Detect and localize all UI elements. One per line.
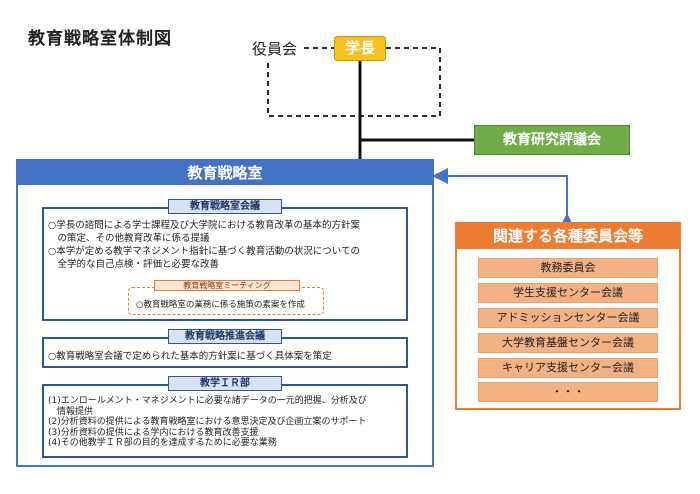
page-title: 教育戦略室体制図 <box>28 29 172 49</box>
committee-item: 大学教育基盤センター会議 <box>478 333 658 353</box>
council-box: 教育研究評議会 <box>474 125 630 155</box>
strategy-item-line: ○学長の諮問による学士課程及び大学院における教育改革の基本的方針案 <box>48 220 361 231</box>
strategy-meeting-items: ○学長の諮問による学士課程及び大学院における教育改革の基本的方針案 の策定、その… <box>48 219 404 271</box>
office-title: 教育戦略室 <box>18 161 432 185</box>
strategy-item-line: ○本学が定める教学マネジメント指針に基づく教育活動の状況についての <box>48 246 361 257</box>
ir-title: 教学ＩＲ部 <box>168 376 282 391</box>
ir-items: (1)エンロールメント・マネジメントに必要な諸データの一元的把握、分析及び 情報… <box>48 396 404 449</box>
strategy-sub-meeting <box>128 287 324 315</box>
committee-item: 学生支援センター会議 <box>478 283 658 303</box>
committee-item: キャリア支援センター会議 <box>478 358 658 378</box>
ir-item-line: (3)分析資料の提供による学内における教育改善支援 <box>48 427 259 438</box>
ir-item-line: (2)分析資料の提供による教育戦略室における意思決定及び企画立案のサポート <box>48 417 367 427</box>
sub-meeting-item: ○教育戦略室の業務に係る施策の素案を作成 <box>136 300 305 310</box>
strategy-meeting-title: 教育戦略室会議 <box>168 199 282 214</box>
strategy-item-line: の策定、その他教育改革に係る提議 <box>48 233 210 244</box>
committee-item: 教務委員会 <box>478 258 658 278</box>
ir-item-line: (4)その他教学ＩＲ部の目的を達成するために必要な業務 <box>48 438 277 448</box>
strategy-item-line: 全学的な自己点検・評価と必要な改善 <box>48 259 220 270</box>
board-dashed-loop <box>267 47 441 117</box>
ir-item-line: 情報提供 <box>48 406 94 417</box>
committees-title: 関連する各種委員会等 <box>457 224 679 249</box>
board-label: 役員会 <box>252 40 298 58</box>
promotion-meeting-item: ○教育戦略室会議で定められた基本的方針案に基づく具体案を策定 <box>48 351 332 362</box>
president-box: 学長 <box>334 36 386 61</box>
sub-meeting-title: 教育戦略室ミーティング <box>154 280 300 291</box>
office-committee-arrow <box>432 168 575 229</box>
promotion-meeting-title: 教育戦略推進会議 <box>168 329 282 344</box>
committee-item: アドミッションセンター会議 <box>478 308 658 328</box>
committee-item: ・・・ <box>478 382 658 402</box>
ir-item-line: (1)エンロールメント・マネジメントに必要な諸データの一元的把握、分析及び <box>48 396 367 406</box>
